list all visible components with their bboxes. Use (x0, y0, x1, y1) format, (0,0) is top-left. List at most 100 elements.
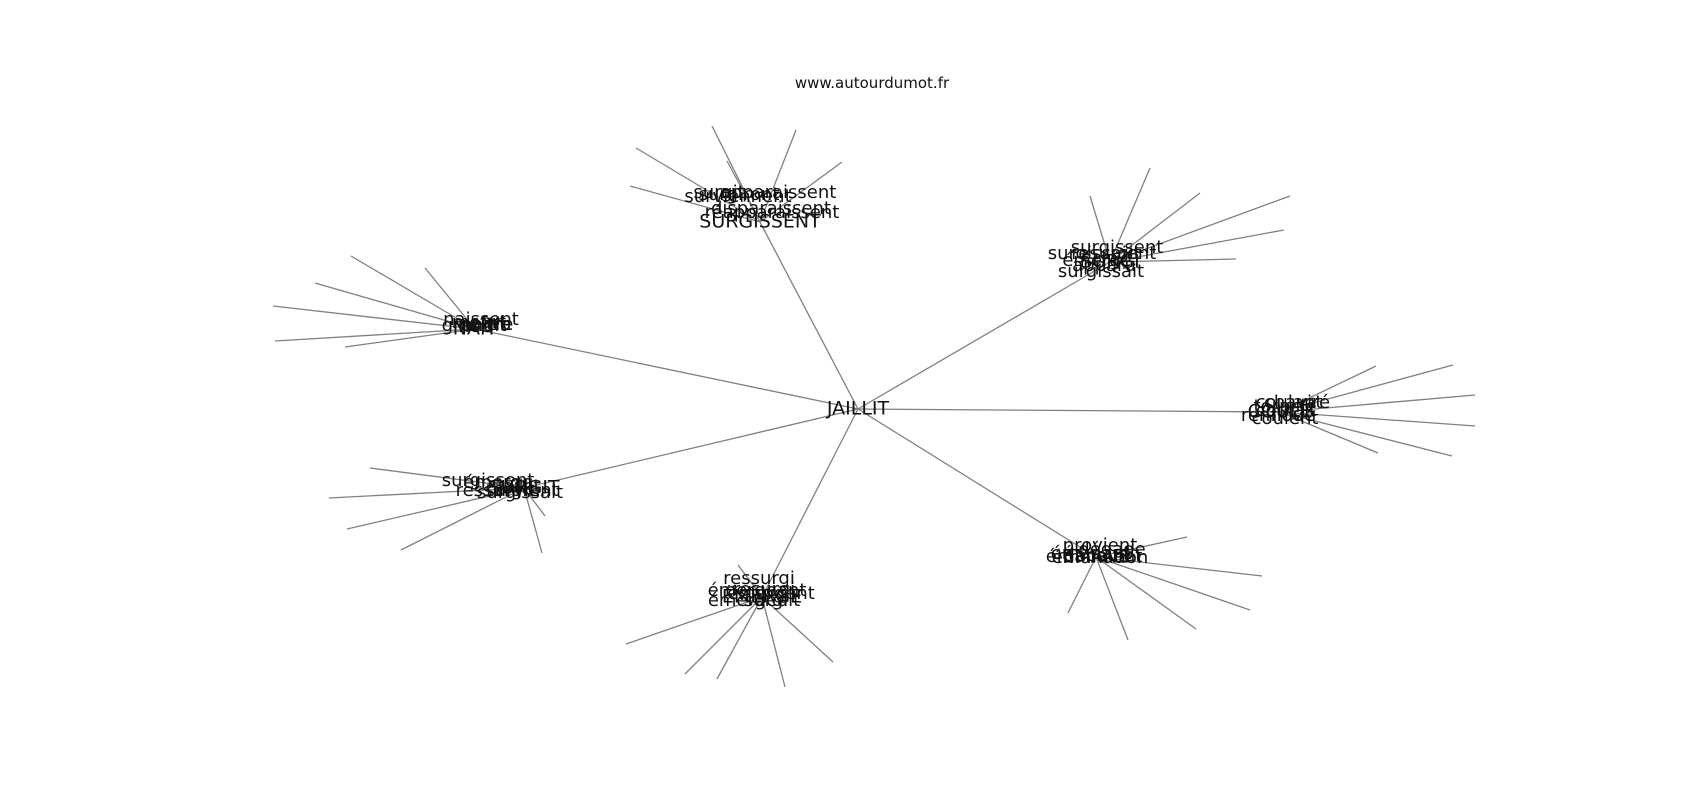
edge-hub-to-word (523, 487, 546, 517)
word-node: émergeait (708, 590, 800, 611)
edge-hub-to-word (1109, 229, 1285, 263)
edge-center-to-hub (857, 408, 1097, 558)
edge-hub-to-word (400, 487, 525, 551)
edge-hub-to-word (759, 129, 797, 223)
word-node: née (458, 316, 492, 337)
hub-node: COULE (1248, 401, 1313, 423)
edge-hub-to-word (1279, 394, 1476, 413)
word-node: coulant (1256, 392, 1323, 413)
edge-center-to-hub (857, 261, 1111, 410)
word-node: disparaissent (711, 198, 831, 219)
edge-hub-to-word (1089, 195, 1111, 263)
word-node: resurgit (1071, 243, 1140, 264)
edge-hub-to-word (759, 161, 843, 223)
word-node: surgissent (442, 470, 535, 491)
edge-hub-to-word (1067, 556, 1097, 614)
edge-hub-to-word (1109, 167, 1151, 263)
word-node: coulait (1256, 400, 1316, 421)
edge-hub-to-word (761, 596, 786, 688)
edge-hub-to-word (1095, 556, 1251, 611)
hub-node: SURGI (1080, 251, 1140, 273)
graph-labels: www.autourdumot.fr surgitapparaissentsur… (442, 74, 1330, 611)
word-node: meurt (452, 312, 506, 333)
word-node: émanation (1052, 547, 1149, 568)
edge-hub-to-word (314, 282, 476, 330)
word-node: apparaissent (720, 182, 837, 203)
word-node: jaillit (496, 476, 540, 497)
word-node: provient (1063, 535, 1138, 556)
edge-hub-to-word (274, 328, 476, 342)
word-node: ressurgi (723, 568, 795, 589)
edge-hub-to-word (1109, 258, 1237, 263)
edge-hub-to-word (424, 267, 476, 330)
edge-hub-to-word (635, 147, 761, 223)
word-node: resurgi (733, 579, 795, 600)
edge-hub-to-word (344, 328, 476, 348)
edge-hub-to-word (350, 255, 476, 330)
edge-center-to-hub (474, 328, 859, 410)
word-node: émergent (727, 583, 815, 604)
edge-hub-to-word (346, 487, 525, 530)
edge-center-to-hub (761, 408, 859, 598)
edge-hub-to-word (272, 305, 476, 330)
edge-hub-to-word (737, 564, 763, 598)
word-node: surgiront (699, 184, 780, 205)
hub-node: ÉMERGE (722, 585, 802, 608)
graph-edges (272, 125, 1476, 688)
edge-hub-to-word (1279, 365, 1377, 413)
word-node: naître (461, 314, 514, 335)
edge-hub-to-word (1279, 411, 1379, 454)
word-node: surgi (744, 590, 788, 611)
word-node: ressurgit (456, 480, 535, 501)
word-node: surviennent (684, 186, 791, 207)
word-node: surgissait (1058, 261, 1144, 282)
word-node: émanaient (1046, 546, 1143, 567)
edge-hub-to-word (716, 596, 763, 680)
edge-center-to-hub (523, 408, 859, 489)
word-node: surgissait (477, 482, 563, 503)
word-node: dégage (1078, 539, 1145, 560)
edge-hub-to-word (1279, 411, 1476, 427)
word-node: torpillé (1254, 396, 1317, 417)
hub-node: ÉMANE (1062, 545, 1130, 568)
word-node: surgissent (1071, 237, 1164, 258)
word-node: apparu (1072, 255, 1136, 276)
edge-hub-to-word (1095, 556, 1263, 577)
word-node: émergé (1062, 250, 1131, 271)
word-node: chaviré (1264, 392, 1330, 413)
word-node: réapparaissent (705, 202, 840, 223)
edge-hub-to-word (629, 185, 761, 223)
edge-hub-to-word (1279, 411, 1453, 457)
word-node: découle (1064, 545, 1135, 566)
word-node: grandit (442, 315, 507, 336)
hub-node: SURGIT (488, 477, 559, 499)
word-node: émanant (1051, 543, 1132, 564)
edge-hub-to-word (523, 487, 543, 554)
center-node: JAILLIT (826, 398, 890, 420)
word-node: renfloué (1241, 405, 1315, 426)
word-node: survient (485, 480, 558, 501)
edge-hub-to-word (684, 596, 763, 675)
word-node: naîtra (459, 314, 512, 335)
edge-center-to-hub (759, 221, 859, 410)
word-node: surgit (693, 182, 744, 203)
word-node: émerge (463, 472, 532, 493)
hub-node: SURGISSENT (699, 211, 821, 233)
edge-hub-to-word (1109, 195, 1291, 263)
edge-hub-to-word (761, 596, 834, 663)
edge-hub-to-word (1109, 192, 1201, 263)
word-node: émergeant (708, 580, 807, 601)
edge-hub-to-word (726, 160, 761, 223)
word-node: coulent (1252, 408, 1319, 429)
edge-hub-to-word (1095, 536, 1188, 558)
edge-hub-to-word (625, 596, 763, 645)
edge-hub-to-word (1095, 556, 1129, 641)
edge-hub-to-word (1095, 556, 1197, 630)
edge-hub-to-word (328, 487, 525, 499)
edge-center-to-hub (857, 408, 1281, 413)
hub-node: NAÎT (453, 317, 498, 340)
word-node: naissent (443, 309, 519, 330)
word-node: surgissaient (1048, 243, 1157, 264)
source-watermark: www.autourdumot.fr (795, 74, 950, 92)
